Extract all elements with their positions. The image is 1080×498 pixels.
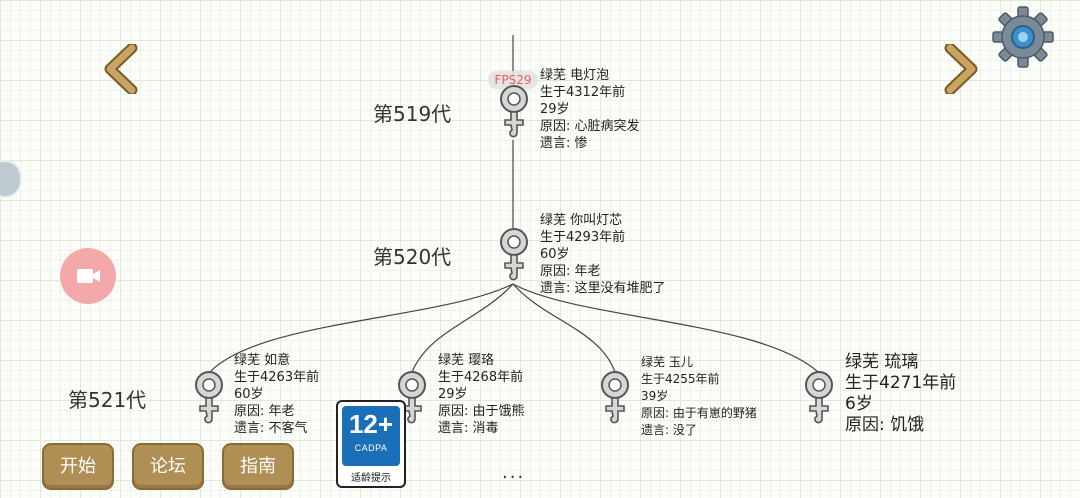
person-born: 生于4312年前 [540,85,626,100]
person-cause: 原因: 饥饿 [845,415,925,435]
generation-label: 第521代 [68,388,147,412]
person-info: 绿芜 玉儿 生于4255年前 39岁 原因: 由于有崽的野猪 遗言: 没了 [641,354,757,439]
person-born: 生于4268年前 [438,370,524,385]
female-symbol-icon[interactable] [497,225,531,283]
age-rating-caption: 适龄提示 [351,473,391,484]
person-info: 绿芜 你叫灯芯 生于4293年前 60岁 原因: 年老 遗言: 这里没有堆肥了 [540,212,666,297]
person-name: 绿芜 你叫灯芯 [540,213,623,228]
female-symbol-icon[interactable] [192,368,226,426]
person-info: 绿芜 璎珞 生于4268年前 29岁 原因: 由于饿熊 遗言: 消毒 [438,352,525,437]
female-symbol-icon[interactable] [395,368,429,426]
person-cause: 原因: 年老 [234,404,295,419]
person-name: 绿芜 璎珞 [438,353,495,368]
person-last-words: 遗言: 消毒 [438,421,499,436]
person-last-words: 遗言: 不客气 [234,421,308,436]
guide-button[interactable]: 指南 [222,443,294,490]
age-rating-value: 12+ [348,409,394,439]
forum-button[interactable]: 论坛 [132,443,204,490]
person-name: 绿芜 如意 [234,353,291,368]
person-age: 39岁 [641,389,669,403]
generation-label: 第519代 [373,102,452,126]
age-rating-org: CADPA [354,443,388,453]
video-camera-icon [77,269,100,283]
person-cause: 原因: 年老 [540,264,601,279]
person-age: 29岁 [438,387,468,402]
female-symbol-icon[interactable] [802,368,836,426]
person-age: 60岁 [540,247,570,262]
person-info: 绿芜 如意 生于4263年前 60岁 原因: 年老 遗言: 不客气 [234,352,319,437]
person-last-words: 遗言: 没了 [641,423,697,437]
person-born: 生于4271年前 [845,373,957,393]
generation-label: 第520代 [373,245,452,269]
person-age: 6岁 [845,394,873,414]
person-last-words: 遗言: 这里没有堆肥了 [540,281,666,296]
person-name: 绿芜 电灯泡 [540,68,610,83]
person-age: 29岁 [540,102,570,117]
person-name: 绿芜 玉儿 [641,355,693,369]
person-born: 生于4255年前 [641,372,720,386]
person-name: 绿芜 琉璃 [845,352,919,372]
start-button[interactable]: 开始 [42,443,114,490]
person-born: 生于4263年前 [234,370,320,385]
person-cause: 原因: 由于有崽的野猪 [641,406,757,420]
person-info: 绿芜 电灯泡 生于4312年前 29岁 原因: 心脏病突发 遗言: 惨 [540,67,640,152]
fps-counter: FPS29 [488,71,538,89]
person-info: 绿芜 琉璃 生于4271年前 6岁 原因: 饥饿 [845,352,956,436]
video-record-button[interactable] [60,248,116,304]
female-symbol-icon[interactable] [497,82,531,140]
person-born: 生于4293年前 [540,230,626,245]
person-cause: 原因: 由于饿熊 [438,404,525,419]
next-arrow-icon[interactable] [940,44,980,94]
person-last-words: 遗言: 惨 [540,136,588,151]
age-rating-badge: 12+ CADPA 适龄提示 [336,400,406,488]
prev-arrow-icon[interactable] [102,44,142,94]
more-menu-button[interactable]: ... [502,462,526,483]
person-age: 60岁 [234,387,264,402]
person-cause: 原因: 心脏病突发 [540,119,640,134]
female-symbol-icon[interactable] [598,368,632,426]
settings-gear-icon[interactable] [992,6,1054,68]
